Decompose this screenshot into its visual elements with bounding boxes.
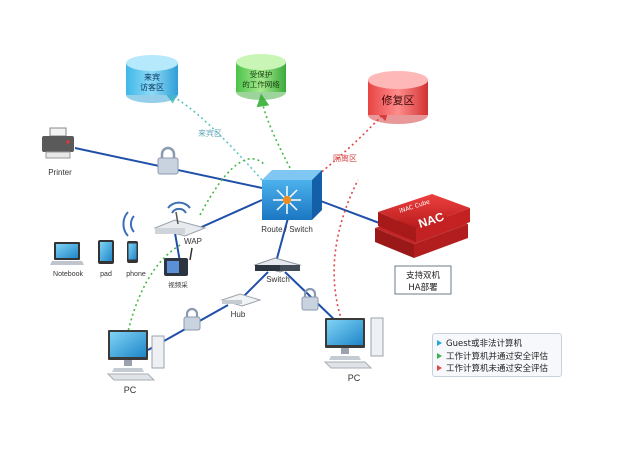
nac-ha-line1: 支持双机 — [406, 270, 441, 281]
guest-zone-label-line2: 访客区 — [140, 82, 164, 92]
hub-device-icon — [220, 293, 262, 307]
pc-right-flow-path — [333, 179, 359, 331]
lock-icon — [301, 287, 319, 311]
legend-item-passed: 工作计算机并通过安全评估 — [437, 350, 557, 363]
phone-icon — [127, 241, 138, 263]
hub-label: Hub — [231, 310, 246, 319]
protected-zone-label-line1: 受保护 — [250, 69, 273, 79]
printer-icon — [42, 127, 74, 159]
legend-label: 工作计算机并通过安全评估 — [446, 351, 549, 362]
switch-label: Switch — [266, 275, 290, 284]
notebook-icon — [50, 242, 84, 265]
remediation-zone-label: 修复区 — [382, 93, 415, 107]
legend-marker-icon — [437, 340, 442, 347]
phone-label: phone — [126, 271, 146, 278]
nac-appliance: iNAC Cube NAC — [375, 194, 470, 258]
legend: Guest或非法计算机 工作计算机并通过安全评估 工作计算机未通过安全评估 — [432, 333, 562, 377]
wap-label: WAP — [184, 237, 202, 246]
flow-paths — [124, 92, 390, 346]
notebook-label: Notebook — [53, 271, 83, 278]
pc-left-icon — [106, 330, 165, 381]
legend-item-failed: 工作计算机未通过安全评估 — [437, 362, 557, 375]
legend-item-guest: Guest或非法计算机 — [437, 337, 557, 350]
wifi-signal-icon — [122, 201, 191, 237]
remediation-path-label: 隔离区 — [333, 153, 357, 163]
protected-flow-path — [256, 93, 291, 169]
guest-zone-label-line1: 来宾 — [144, 72, 160, 82]
link-core-switch — [275, 217, 289, 263]
printer-label: Printer — [48, 168, 72, 177]
pc-right-label: PC — [348, 373, 361, 383]
handheld-device-icon — [164, 247, 193, 276]
lock-icon — [183, 307, 201, 331]
pc-right-icon — [323, 317, 384, 369]
remediation-zone-cylinder: 修复区 — [368, 71, 428, 124]
pc-left-flow-path — [124, 244, 181, 346]
protected-zone-label-line2: 的工作网络 — [242, 79, 280, 89]
lock-icon — [157, 146, 179, 175]
nac-ha-line2: HA部署 — [408, 282, 438, 293]
legend-label: Guest或非法计算机 — [446, 339, 522, 350]
pad-label: pad — [100, 271, 112, 278]
pad-icon — [98, 240, 114, 264]
guest-zone-cylinder: 来宾 访客区 — [126, 55, 178, 103]
wap-flow-path — [199, 158, 266, 216]
nac-ha-box — [394, 265, 452, 295]
link-wap-core — [194, 199, 263, 231]
legend-marker-icon — [437, 352, 442, 359]
guest-path-label: 来宾区 — [198, 128, 222, 138]
core-router-switch — [262, 170, 322, 220]
core-label: Route / Switch — [261, 225, 313, 234]
protected-zone-cylinder: 受保护 的工作网络 — [236, 54, 286, 100]
link-wap-handheld — [174, 232, 181, 263]
remediation-flow-path — [317, 107, 390, 176]
pc-left-label: PC — [124, 385, 137, 395]
legend-label: 工作计算机未通过安全评估 — [446, 364, 549, 375]
handheld-label: 视频采 — [168, 280, 188, 289]
switch-device-icon — [253, 257, 302, 273]
wap-device-icon — [153, 211, 207, 237]
legend-marker-icon — [437, 365, 442, 372]
